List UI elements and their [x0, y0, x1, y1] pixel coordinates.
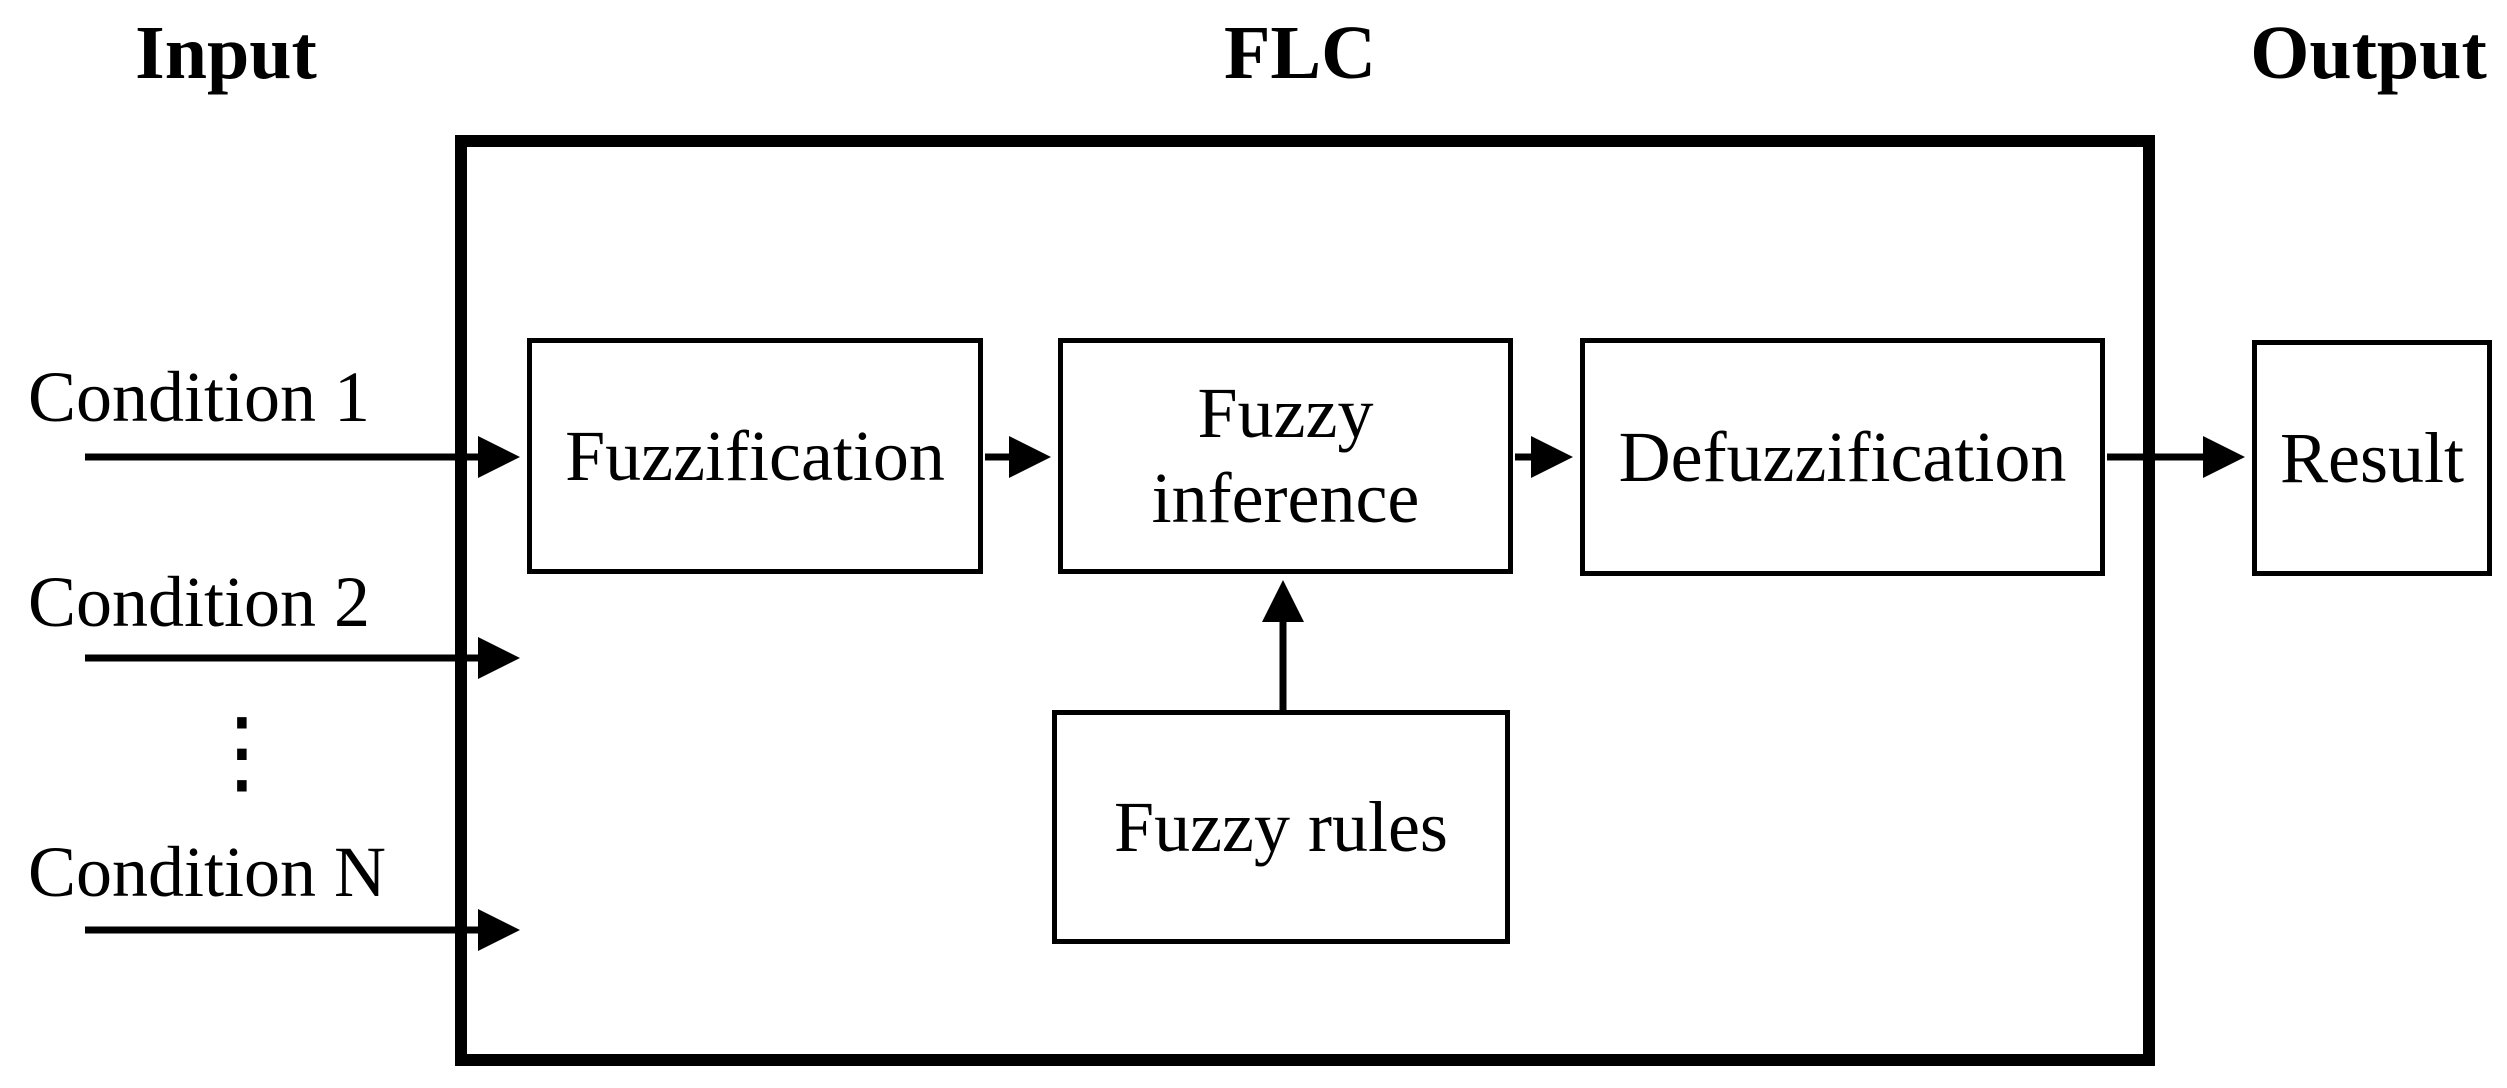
fuzzification-block: Fuzzification [527, 338, 983, 574]
fuzzy-rules-block: Fuzzy rules [1052, 710, 1510, 944]
condition-n-label: Condition N [28, 832, 387, 912]
condition-1-label: Condition 1 [28, 357, 371, 437]
flc-column-heading: FLC [1224, 11, 1376, 95]
vertical-ellipsis: ⋮ [196, 698, 288, 805]
fuzzification-label: Fuzzification [565, 415, 945, 496]
output-column-heading: Output [2250, 11, 2487, 95]
result-block: Result [2252, 340, 2492, 576]
flc-container-box [455, 135, 2155, 1066]
defuzzification-label: Defuzzification [1618, 416, 2067, 497]
input-column-heading: Input [135, 11, 317, 95]
condition-2-label: Condition 2 [28, 562, 371, 642]
defuzzification-block: Defuzzification [1580, 338, 2105, 576]
result-label: Result [2279, 417, 2464, 498]
fuzzy-inference-block: Fuzzy inference [1058, 338, 1513, 574]
fuzzy-inference-label: Fuzzy inference [1151, 373, 1420, 538]
fuzzy-rules-label: Fuzzy rules [1114, 786, 1448, 867]
